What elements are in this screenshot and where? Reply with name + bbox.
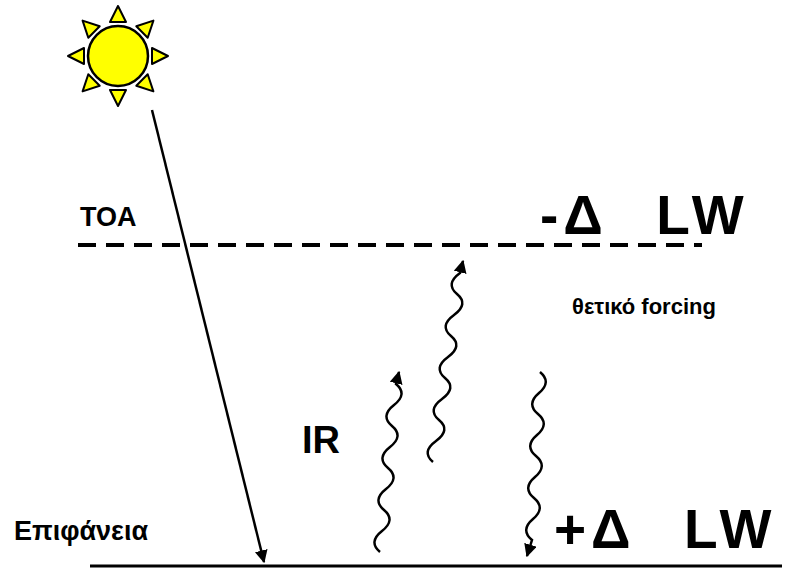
flux-change-label-holder: +Δ LW (554, 502, 776, 557)
ir-label: IR (302, 421, 340, 459)
surface-label: Επιφάνεια (14, 518, 148, 545)
solar-ray (152, 110, 264, 562)
forcing-label: θετικό forcing (572, 296, 716, 318)
ir-wave (526, 372, 546, 556)
toa-label: TOA (80, 204, 137, 231)
ir-wave (374, 372, 401, 552)
sun-rays (68, 6, 168, 106)
surface-line (90, 565, 782, 568)
toa-line (78, 243, 702, 247)
flux-change-label: +Δ LW (554, 502, 776, 557)
sun-disc (88, 26, 148, 86)
toa-label-holder: TOA (80, 204, 137, 231)
ir-label-holder: IR (302, 421, 340, 459)
forcing-label-holder: θετικό forcing (572, 296, 716, 318)
ir-wave (428, 261, 463, 462)
flux-change-label-holder: -Δ LW (540, 188, 749, 243)
flux-change-label: -Δ LW (540, 188, 749, 243)
surface-label-holder: Επιφάνεια (14, 518, 148, 545)
